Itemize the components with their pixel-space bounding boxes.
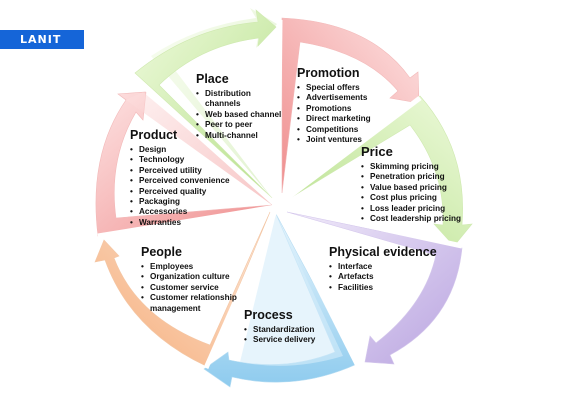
list-item: Joint ventures: [297, 135, 412, 146]
lanit-logo: LANIT: [0, 30, 84, 49]
list-item: Perceived quality: [130, 187, 240, 198]
segment-people: People Employees Organization culture Cu…: [141, 245, 253, 314]
list-item: Direct marketing: [297, 114, 412, 125]
segment-title: People: [141, 245, 182, 259]
list-item: Standardization: [244, 325, 334, 336]
list-item: Cost leadership pricing: [361, 214, 461, 225]
list-item: Customer relationship management: [141, 293, 253, 314]
segment-list: Special offers Advertisements Promotions…: [297, 83, 412, 146]
list-item: Distribution channels: [196, 89, 267, 110]
list-item: Interface: [329, 262, 439, 273]
list-item: Warranties: [130, 218, 240, 229]
logo-text: LANIT: [20, 33, 62, 46]
segment-place: Place Distribution channels Web based ch…: [196, 72, 291, 141]
segment-list: Standardization Service delivery: [244, 325, 334, 346]
list-item: Penetration pricing: [361, 172, 461, 183]
list-item: Special offers: [297, 83, 412, 94]
list-item: Design: [130, 145, 240, 156]
segment-list: Design Technology Perceived utility Perc…: [130, 145, 240, 229]
segment-title: Product: [130, 128, 178, 142]
segment-promotion-shape: [281, 17, 420, 194]
list-item: Web based channel: [196, 110, 291, 121]
segment-title: Process: [244, 308, 293, 322]
segment-title: Physical evidence: [329, 245, 437, 259]
segment-process: Process Standardization Service delivery: [244, 308, 334, 346]
list-item: Employees: [141, 262, 253, 273]
list-item: Packaging: [130, 197, 240, 208]
list-item: Facilities: [329, 283, 439, 294]
segment-title: Price: [361, 144, 393, 159]
list-item: Perceived utility: [130, 166, 240, 177]
segment-people-shape: [94, 211, 271, 367]
list-item: Perceived convenience: [130, 176, 240, 187]
segment-promotion: Promotion Special offers Advertisements …: [297, 66, 412, 146]
list-item: Customer service: [141, 283, 253, 294]
list-item: Competitions: [297, 125, 412, 136]
list-item: Advertisements: [297, 93, 412, 104]
list-item: Artefacts: [329, 272, 439, 283]
segment-list: Distribution channels Web based channel …: [196, 89, 291, 141]
list-item: Technology: [130, 155, 240, 166]
list-item: Skimming pricing: [361, 162, 461, 173]
segment-physical-evidence: Physical evidence Interface Artefacts Fa…: [329, 245, 439, 294]
segment-title: Place: [196, 72, 229, 86]
list-item: Value based pricing: [361, 183, 461, 194]
segment-place-shape: [134, 8, 277, 199]
list-item: Promotions: [297, 104, 412, 115]
list-item: Organization culture: [141, 272, 253, 283]
list-item: Service delivery: [244, 335, 334, 346]
list-item: Multi-channel: [196, 131, 291, 142]
segment-list: Employees Organization culture Customer …: [141, 262, 253, 314]
segment-list: Interface Artefacts Facilities: [329, 262, 439, 294]
segment-product: Product Design Technology Perceived util…: [130, 128, 240, 229]
segment-price-shape: [286, 95, 473, 247]
segment-price: Price Skimming pricing Penetration prici…: [361, 144, 461, 225]
segment-title: Promotion: [297, 66, 360, 80]
segment-list: Skimming pricing Penetration pricing Val…: [361, 162, 461, 225]
list-item: Cost plus pricing: [361, 193, 461, 204]
list-item: Peer to peer: [196, 120, 291, 131]
list-item: Loss leader pricing: [361, 204, 461, 215]
list-item: Accessories: [130, 207, 240, 218]
